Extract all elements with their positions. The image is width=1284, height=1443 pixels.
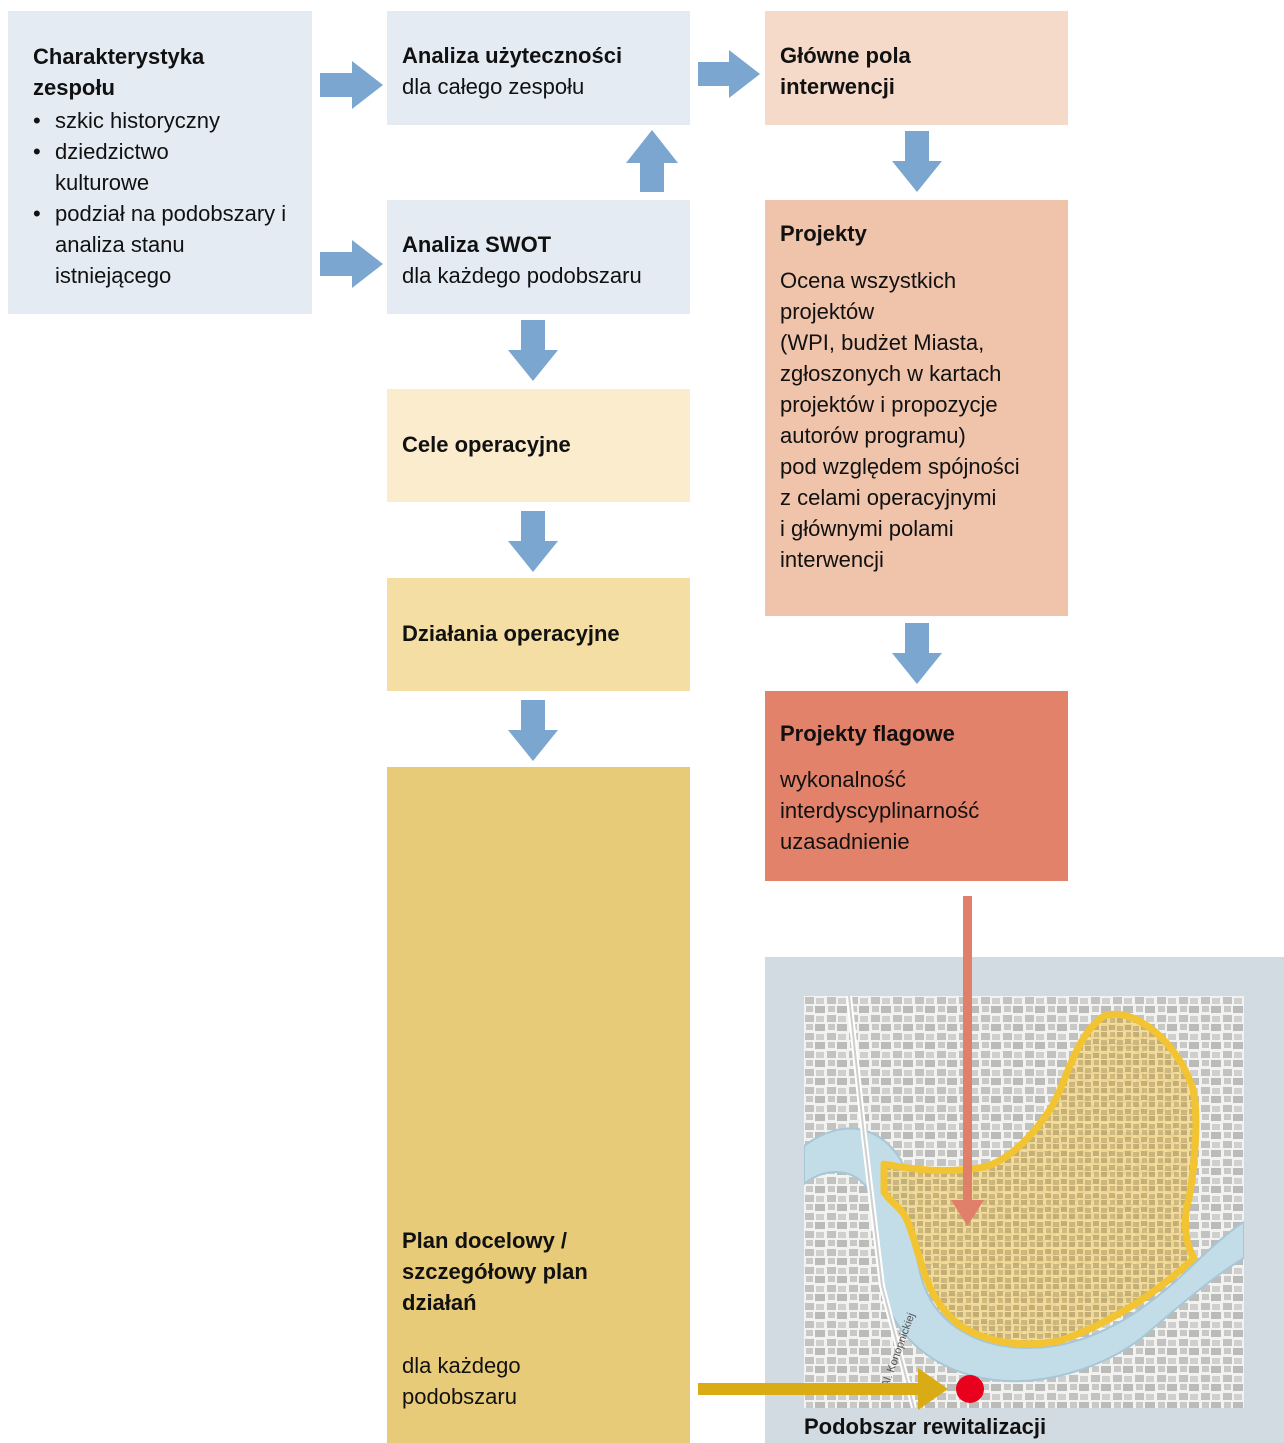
box-projekty-line: interwencji <box>780 547 884 572</box>
charakterystyka-bullet-list: szkic historyczny dziedzictwo kulturowe … <box>33 105 302 291</box>
box-projekty-line: pod względem spójności <box>780 454 1020 479</box>
box-projekty-line: (WPI, budżet Miasta, <box>780 330 985 355</box>
arrow-down-icon <box>508 700 558 761</box>
box-flagowe-line: uzasadnienie <box>780 829 910 854</box>
box-flagowe-title: Projekty flagowe <box>780 721 955 746</box>
box-charakterystyka-title: Charakterystyka zespołu <box>33 44 205 100</box>
box-projekty: Projekty Ocena wszystkich projektów (WPI… <box>765 200 1068 616</box>
bullet-item: dziedzictwo kulturowe <box>33 136 205 198</box>
box-analiza-uzytecznosci: Analiza użyteczności dla całego zespołu <box>387 11 690 125</box>
box-projekty-flagowe: Projekty flagowe wykonalność interdyscyp… <box>765 691 1068 881</box>
box-plan-title-line: Plan docelowy / <box>402 1228 568 1253</box>
box-glowne-pola-title-line: interwencji <box>780 74 895 99</box>
box-projekty-line: projektów i propozycje <box>780 392 998 417</box>
box-flagowe-line: interdyscyplinarność <box>780 798 980 823</box>
map-caption: Podobszar rewitalizacji <box>804 1414 1047 1439</box>
map-location-marker <box>956 1375 984 1403</box>
box-glowne-pola-interwencji: Główne pola interwencji <box>765 11 1068 125</box>
arrow-up-icon <box>626 130 678 192</box>
arrow-right-icon <box>320 61 383 109</box>
arrow-right-icon <box>320 240 383 288</box>
box-plan-subtitle-line: dla każdego <box>402 1353 521 1378</box>
map-image: Al. Konopnickiej <box>804 996 1244 1408</box>
box-dzialania-operacyjne: Działania operacyjne <box>387 578 690 691</box>
box-projekty-line: z celami operacyjnymi <box>780 485 997 510</box>
box-projekty-line: i głównymi polami <box>780 516 954 541</box>
arrow-down-icon <box>508 320 558 381</box>
arrow-down-red-icon <box>951 896 984 1226</box>
box-projekty-line: zgłoszonych w kartach <box>780 361 1002 386</box>
box-analiza-swot-title: Analiza SWOT <box>402 232 552 257</box>
arrow-down-icon <box>892 131 942 192</box>
box-analiza-uzytecznosci-subtitle: dla całego zespołu <box>402 74 585 99</box>
arrow-right-gold-icon <box>698 1368 948 1410</box>
box-analiza-swot-subtitle: dla każdego podobszaru <box>402 263 642 288</box>
box-charakterystyka: Charakterystyka zespołu szkic historyczn… <box>8 11 312 314</box>
box-analiza-swot: Analiza SWOT dla każdego podobszaru <box>387 200 690 314</box>
box-projekty-line: autorów programu) <box>780 423 966 448</box>
box-analiza-uzytecznosci-title: Analiza użyteczności <box>402 43 623 68</box>
bullet-item: podział na podobszary i analiza stanu is… <box>33 198 295 291</box>
box-plan-title-line: działań <box>402 1290 477 1315</box>
box-projekty-line: Ocena wszystkich <box>780 268 957 293</box>
box-dzialania-title: Działania operacyjne <box>402 621 620 646</box>
box-plan-title-line: szczegółowy plan <box>402 1259 588 1284</box>
arrow-down-icon <box>508 511 558 572</box>
box-projekty-title: Projekty <box>780 221 867 246</box>
box-projekty-line: projektów <box>780 299 875 324</box>
arrow-right-icon <box>698 50 760 98</box>
box-plan-docelowy: Plan docelowy / szczegółowy plan działań… <box>387 767 690 1443</box>
box-cele-operacyjne: Cele operacyjne <box>387 389 690 502</box>
box-glowne-pola-title-line: Główne pola <box>780 43 911 68</box>
bullet-item: szkic historyczny <box>33 105 302 136</box>
box-cele-title: Cele operacyjne <box>402 432 571 457</box>
box-plan-subtitle-line: podobszaru <box>402 1384 517 1409</box>
arrow-down-icon <box>892 623 942 684</box>
box-flagowe-line: wykonalność <box>780 767 906 792</box>
